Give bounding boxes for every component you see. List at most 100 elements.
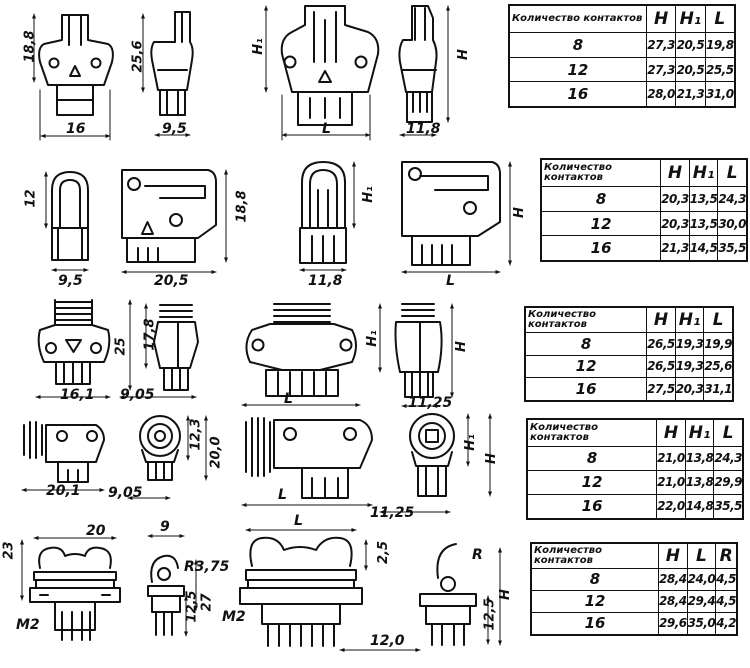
- header-l: L: [703, 306, 734, 334]
- contacts-cell: 8: [540, 186, 662, 212]
- r5-height-12-5-b: 12,5: [482, 598, 498, 631]
- r1-height-18-8: 18,8: [22, 30, 38, 63]
- value-cell: 29,4: [686, 589, 717, 613]
- r1-height-h: H: [455, 49, 471, 60]
- header-contacts: Количество контактов: [526, 418, 658, 447]
- value-cell: 20,3: [660, 210, 690, 237]
- header-h: H: [656, 418, 686, 447]
- contacts-cell: 8: [530, 567, 660, 591]
- r2-width-l: L: [446, 273, 455, 289]
- header-l: L: [717, 158, 748, 188]
- contacts-cell: 16: [508, 81, 647, 108]
- r4-height-h: H: [483, 453, 499, 464]
- value-cell: 19,3: [674, 354, 705, 379]
- r3-height-h1: H₁: [364, 330, 380, 347]
- value-cell: 25,6: [703, 354, 734, 379]
- row3-side-view: [153, 304, 199, 391]
- row1-side-view: [150, 11, 194, 116]
- row2-side-view: [121, 169, 217, 263]
- value-cell: 13,8: [684, 469, 715, 495]
- row2-top-view-large: [299, 161, 347, 264]
- row3-side-view-large: [394, 303, 443, 398]
- value-cell: 21,3: [675, 81, 706, 108]
- r5-height-23: 23: [1, 541, 17, 560]
- value-cell: 29,9: [713, 469, 744, 495]
- value-cell: 24,0: [686, 567, 717, 591]
- value-cell: 19,9: [703, 332, 734, 356]
- r2-height-h1: H₁: [360, 186, 376, 203]
- value-cell: 21,3: [660, 235, 690, 262]
- row1-front-view: [38, 14, 114, 116]
- value-cell: 20,3: [660, 186, 690, 212]
- r4-height-12-3: 12,3: [188, 418, 204, 451]
- row4-front-view: [139, 415, 181, 481]
- header-h: H: [658, 542, 688, 569]
- r3-height-17-8: 17,8: [142, 318, 158, 351]
- header-contacts: Количество контактов: [540, 158, 662, 188]
- row5-side-view-large: [419, 543, 477, 646]
- r5-height-27: 27: [199, 593, 215, 612]
- value-cell: 35,5: [717, 235, 748, 262]
- row4-front-view-large: [409, 413, 455, 497]
- r4-height-h1: H₁: [462, 434, 478, 451]
- r5-width-12-0: 12,0: [370, 633, 405, 649]
- row4-side-view-large: [245, 417, 373, 499]
- r2-width-9-5: 9,5: [58, 273, 83, 289]
- header-h1: H₁: [674, 306, 705, 334]
- row3-front-view-large: [245, 303, 357, 397]
- value-cell: 24,3: [713, 445, 744, 471]
- contacts-cell: 12: [526, 469, 658, 495]
- row4-side-view: [23, 421, 105, 483]
- contacts-cell: 16: [526, 493, 658, 520]
- value-cell: 21,0: [656, 469, 686, 495]
- r5-radius-3-75: R3,75: [184, 559, 230, 575]
- r3-height-25: 25: [113, 337, 129, 356]
- value-cell: 13,8: [684, 445, 715, 471]
- r2-height-12: 12: [23, 189, 39, 208]
- r4-width-9-05: 9,05: [108, 485, 143, 501]
- r5-radius-r: R: [472, 547, 483, 563]
- value-cell: 4,5: [715, 589, 738, 613]
- contacts-cell: 8: [524, 332, 648, 356]
- contacts-cell: 12: [508, 56, 647, 83]
- header-h1: H₁: [688, 158, 719, 188]
- value-cell: 29,6: [658, 611, 688, 636]
- r4-height-20-0: 20,0: [208, 436, 224, 469]
- value-cell: 30,0: [717, 210, 748, 237]
- value-cell: 28,0: [645, 81, 677, 108]
- value-cell: 27,5: [646, 377, 676, 402]
- dimension-lines: [20, 5, 512, 652]
- header-l: L: [686, 542, 717, 569]
- r2-height-18-8: 18,8: [234, 190, 250, 223]
- header-h1: H₁: [684, 418, 715, 447]
- header-h: H: [645, 4, 677, 34]
- r3-height-h: H: [453, 341, 469, 352]
- r5-width-9: 9: [160, 519, 170, 535]
- r3-width-16-1: 16,1: [60, 387, 95, 403]
- value-cell: 28,4: [658, 589, 688, 613]
- r3-width-9-05: 9,05: [120, 387, 155, 403]
- contacts-cell: 12: [524, 354, 648, 379]
- r5-thread-m2: M2: [16, 617, 40, 633]
- row3-front-view: [37, 299, 111, 385]
- value-cell: 27,3: [645, 56, 677, 83]
- row2-top-view: [51, 171, 89, 261]
- r5-height-2-5: 2,5: [376, 540, 392, 565]
- r1-height-25-6: 25,6: [130, 40, 146, 73]
- header-l: L: [704, 4, 736, 34]
- r5-width-20: 20: [86, 523, 106, 539]
- row1-side-view-large: [398, 5, 438, 123]
- header-r: R: [715, 542, 738, 569]
- header-h1: H₁: [675, 4, 706, 34]
- row5-front-view: [29, 546, 121, 641]
- value-cell: 27,3: [645, 32, 677, 58]
- value-cell: 4,2: [715, 611, 738, 636]
- value-cell: 13,5: [688, 210, 719, 237]
- value-cell: 24,3: [717, 186, 748, 212]
